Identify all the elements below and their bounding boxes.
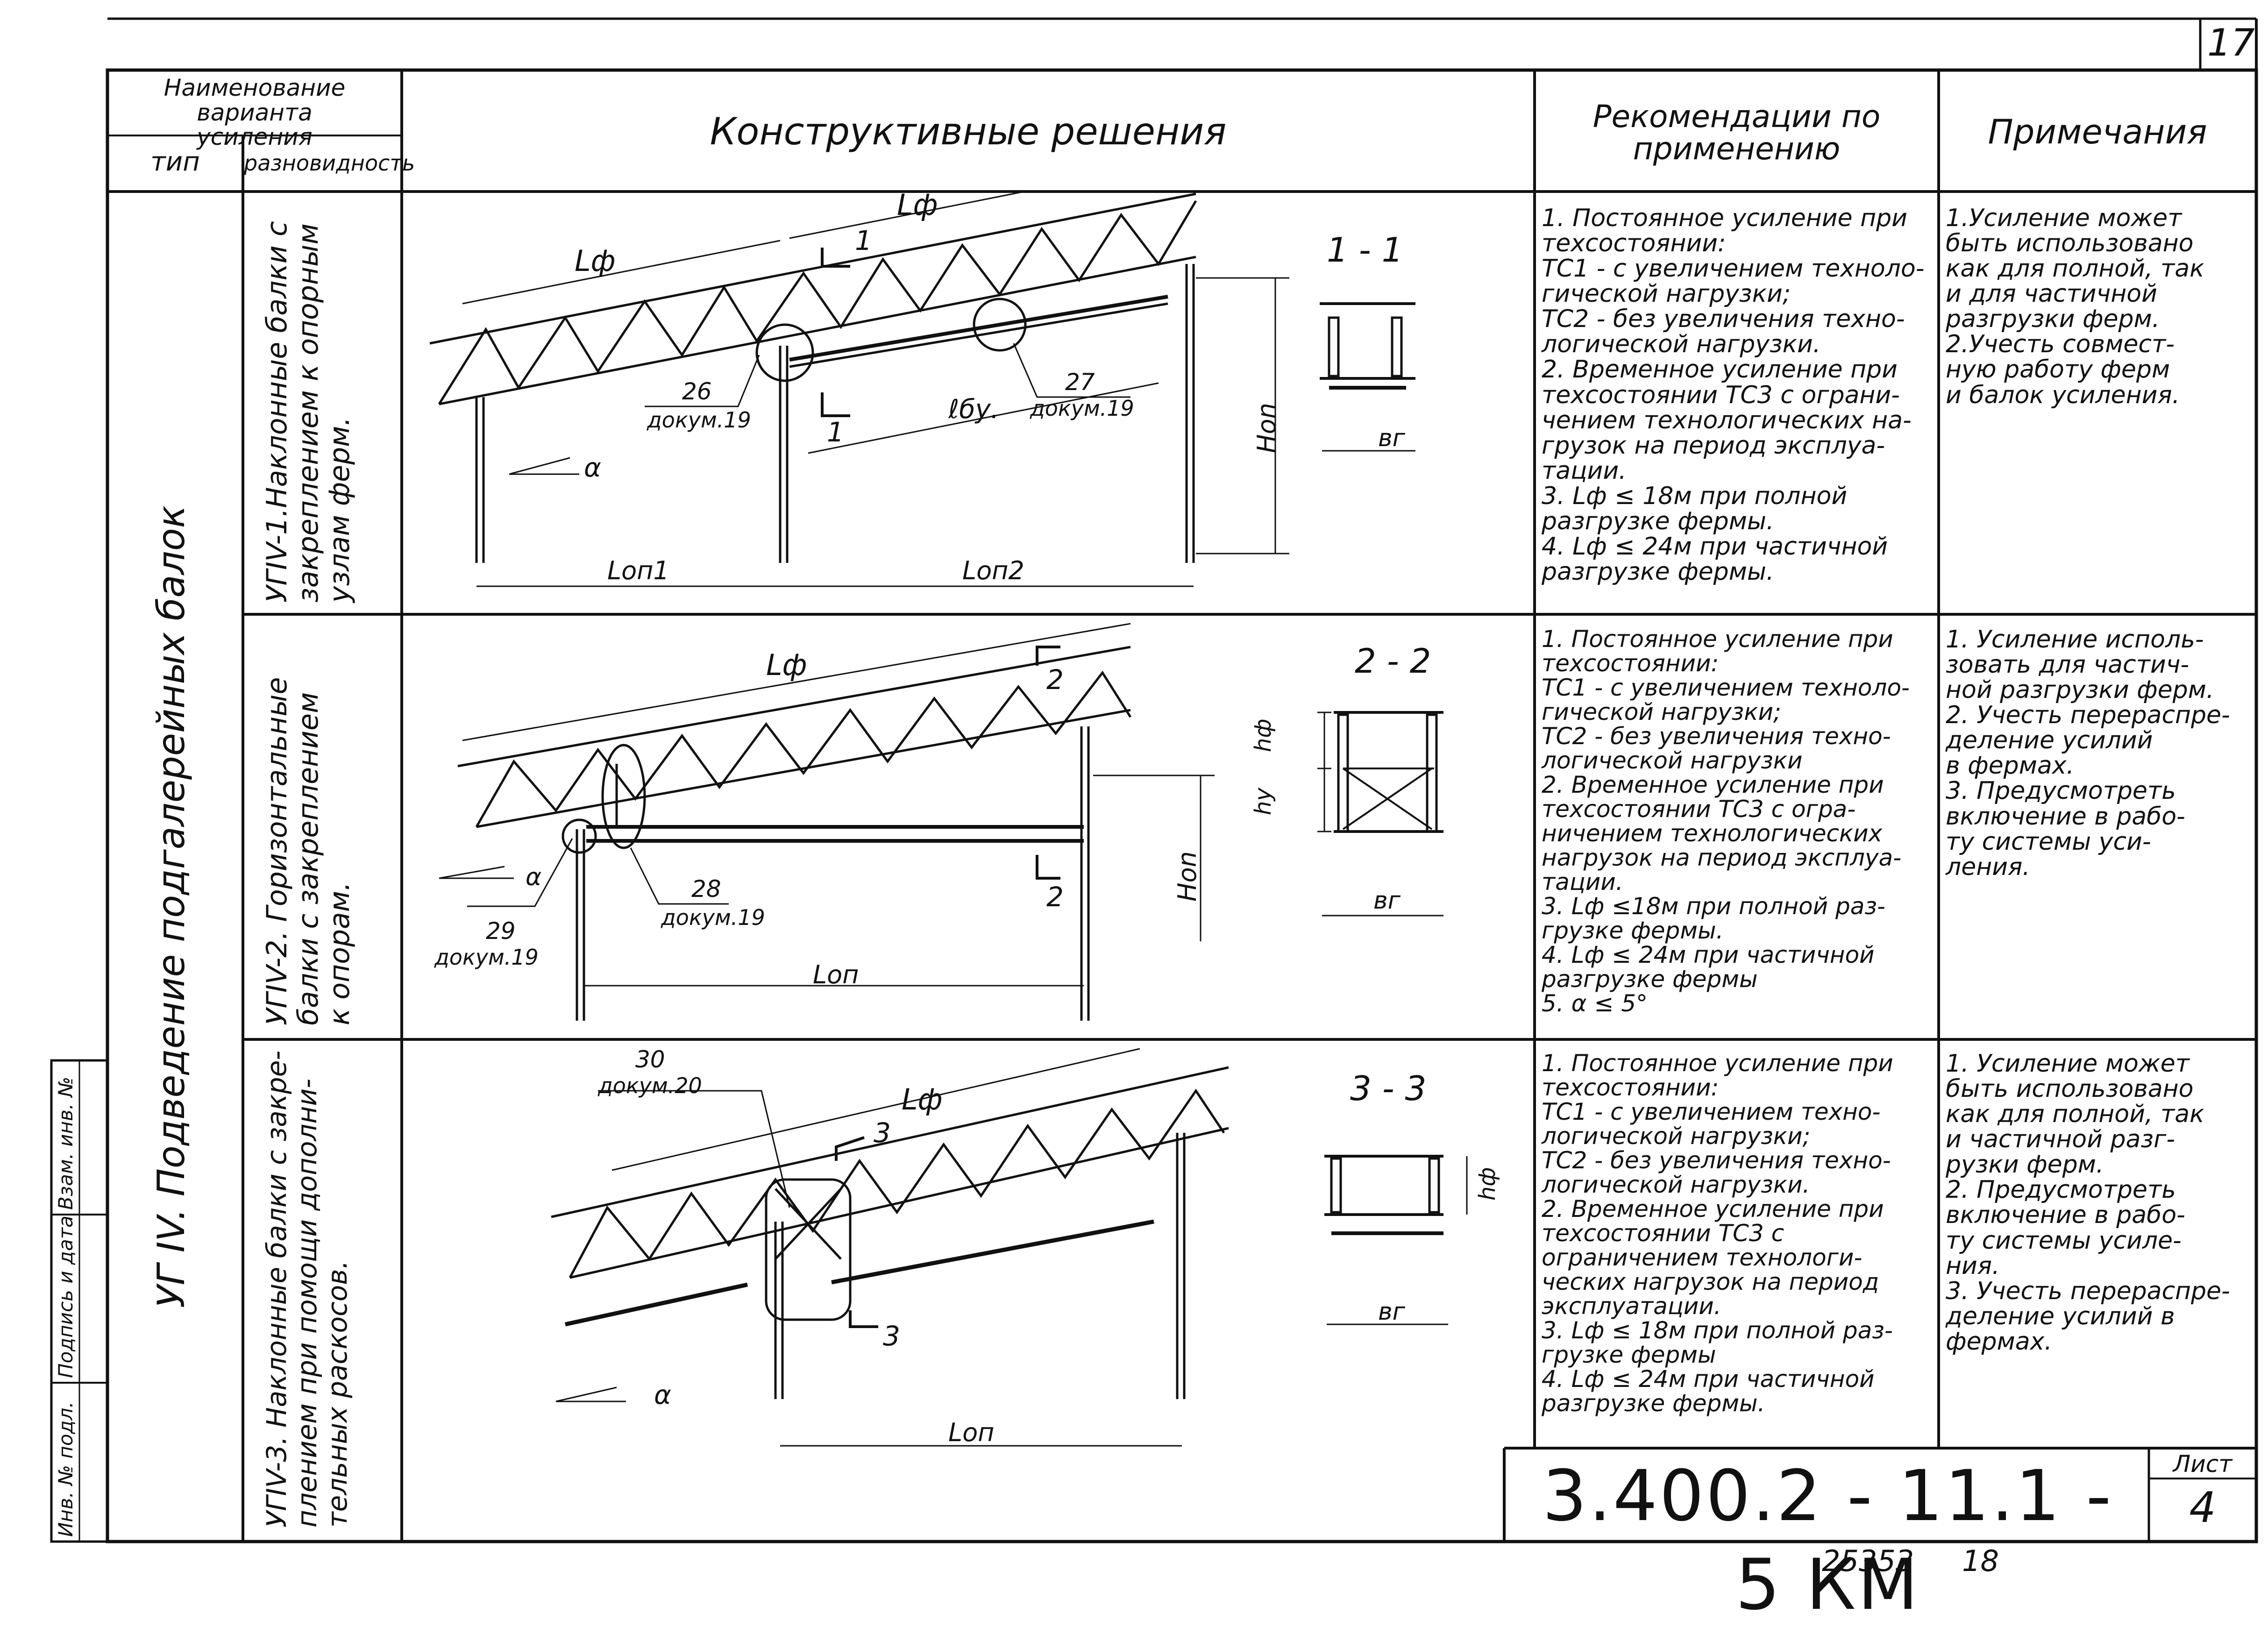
r1-label-lbu: ℓбу. xyxy=(948,394,999,425)
r1-label-cut: 1 - 1 xyxy=(1327,230,1403,270)
sheet-label: Лист xyxy=(2173,1450,2232,1478)
r2-label-sec-top: 2 xyxy=(1046,664,1064,696)
r1-label-lop1: Lоп1 xyxy=(607,556,669,585)
header-variety: разновидность xyxy=(244,150,415,176)
r3-label-lop: Lоп xyxy=(948,1418,994,1447)
r2-label-hop: Нon xyxy=(1173,851,1202,902)
r2-label-doc29: докум.19 xyxy=(434,945,539,970)
inventory-extra: 18 xyxy=(1962,1544,1999,1578)
notes-row-1: 1.Усиление может быть использовано как д… xyxy=(1946,204,2204,409)
inventory-number: 25353 xyxy=(1822,1544,1914,1578)
r1-label-doc27: докум.19 xyxy=(1030,396,1134,421)
document-code: 3.400.2 - 11.1 - 5 КМ xyxy=(1542,1456,2113,1626)
r1-label-hop: Нon xyxy=(1252,403,1281,453)
header-type: тип xyxy=(150,147,200,177)
r3-label-alpha: α xyxy=(654,1380,671,1410)
r2-label-28: 28 xyxy=(691,875,721,903)
r2-label-cut: 2 - 2 xyxy=(1355,641,1431,681)
r1-label-alpha: α xyxy=(584,453,601,483)
r3-label-lf: Lф xyxy=(902,1082,943,1116)
r1-label-26: 26 xyxy=(682,378,712,405)
drawing-ugiv-1: Lф Lф 1 1 26 докум.19 27 докум.19 ℓбу. Н… xyxy=(429,192,1415,587)
recommendations-row-3: 1. Постоянное усиление при техсостоянии:… xyxy=(1542,1050,1893,1417)
r2-label-sec-bottom: 2 xyxy=(1046,881,1064,913)
r3-label-30: 30 xyxy=(635,1046,665,1073)
r1-label-lf2: Lф xyxy=(897,192,938,222)
r1-label-sec-bottom: 1 xyxy=(827,416,844,448)
header-recommendations: Рекомендации по применению xyxy=(1593,99,1881,167)
r2-label-hf: hф xyxy=(1250,719,1276,752)
r2-label-lop: Lоп xyxy=(813,960,859,989)
drawing-ugiv-3: 30 докум.20 Lф 3 3 α Lоп 3 - 3 hф вг xyxy=(551,1046,1500,1447)
r1-label-sec-top: 1 xyxy=(855,225,872,256)
r3-label-sec-bottom: 3 xyxy=(883,1320,900,1352)
header-notes: Примечания xyxy=(1988,112,2207,151)
drawing-ugiv-2: Lф 2 2 28 докум.19 29 докум.19 Нon α Lоп… xyxy=(434,623,1443,1021)
r3-label-bg: вг xyxy=(1378,1298,1406,1326)
variant-ugiv-3: УГIV-3. Наклонные балки с закре- плением… xyxy=(261,1050,353,1528)
header-solutions: Конструктивные решения xyxy=(710,110,1227,153)
recommendations-row-1: 1. Постоянное усиление при техсостоянии:… xyxy=(1542,204,1925,586)
recommendations-row-2: 1. Постоянное усиление при техсостоянии:… xyxy=(1542,626,1910,1017)
r1-label-doc26: докум.19 xyxy=(647,407,751,433)
r1-label-bg: вг xyxy=(1378,424,1406,452)
page-number: 17 xyxy=(2207,21,2255,64)
variant-ugiv-2: УГIV-2. Горизонтальные балки с закреплен… xyxy=(261,677,356,1026)
notes-row-2: 1. Усиление исполь- зовать для частич- н… xyxy=(1946,626,2230,881)
r1-label-lop2: Lоп2 xyxy=(962,556,1024,585)
r3-label-doc30: докум.20 xyxy=(597,1073,702,1098)
r3-label-cut: 3 - 3 xyxy=(1350,1069,1426,1108)
r2-label-bg: вг xyxy=(1373,887,1401,915)
variant-ugiv-1: УГIV-1.Наклонные балки с закреплением к … xyxy=(261,221,356,603)
r2-label-lf: Lф xyxy=(766,648,807,682)
r2-label-doc28: докум.19 xyxy=(661,905,765,930)
stamp-vzam-inv: Взам. инв. № xyxy=(54,1076,77,1210)
group-label: УГ IV. Подведение подгалерейных балок xyxy=(149,505,193,1308)
r1-label-27: 27 xyxy=(1065,369,1095,396)
sheet-number: 4 xyxy=(2189,1483,2216,1532)
r3-label-sec-top: 3 xyxy=(874,1117,891,1149)
header-name-variant: Наименование варианта усиления xyxy=(164,74,346,150)
r2-label-alpha: α xyxy=(526,863,541,891)
stamp-inv-podl: Инв. № подл. xyxy=(54,1401,77,1537)
r1-label-lf1: Lф xyxy=(575,244,616,278)
stamp-signature-date: Подпись и дата xyxy=(54,1216,77,1378)
r3-label-hf: hф xyxy=(1474,1167,1500,1201)
r2-label-hy: hу xyxy=(1250,788,1276,815)
notes-row-3: 1. Усиление может быть использовано как … xyxy=(1946,1050,2230,1356)
r2-label-29: 29 xyxy=(486,917,516,945)
